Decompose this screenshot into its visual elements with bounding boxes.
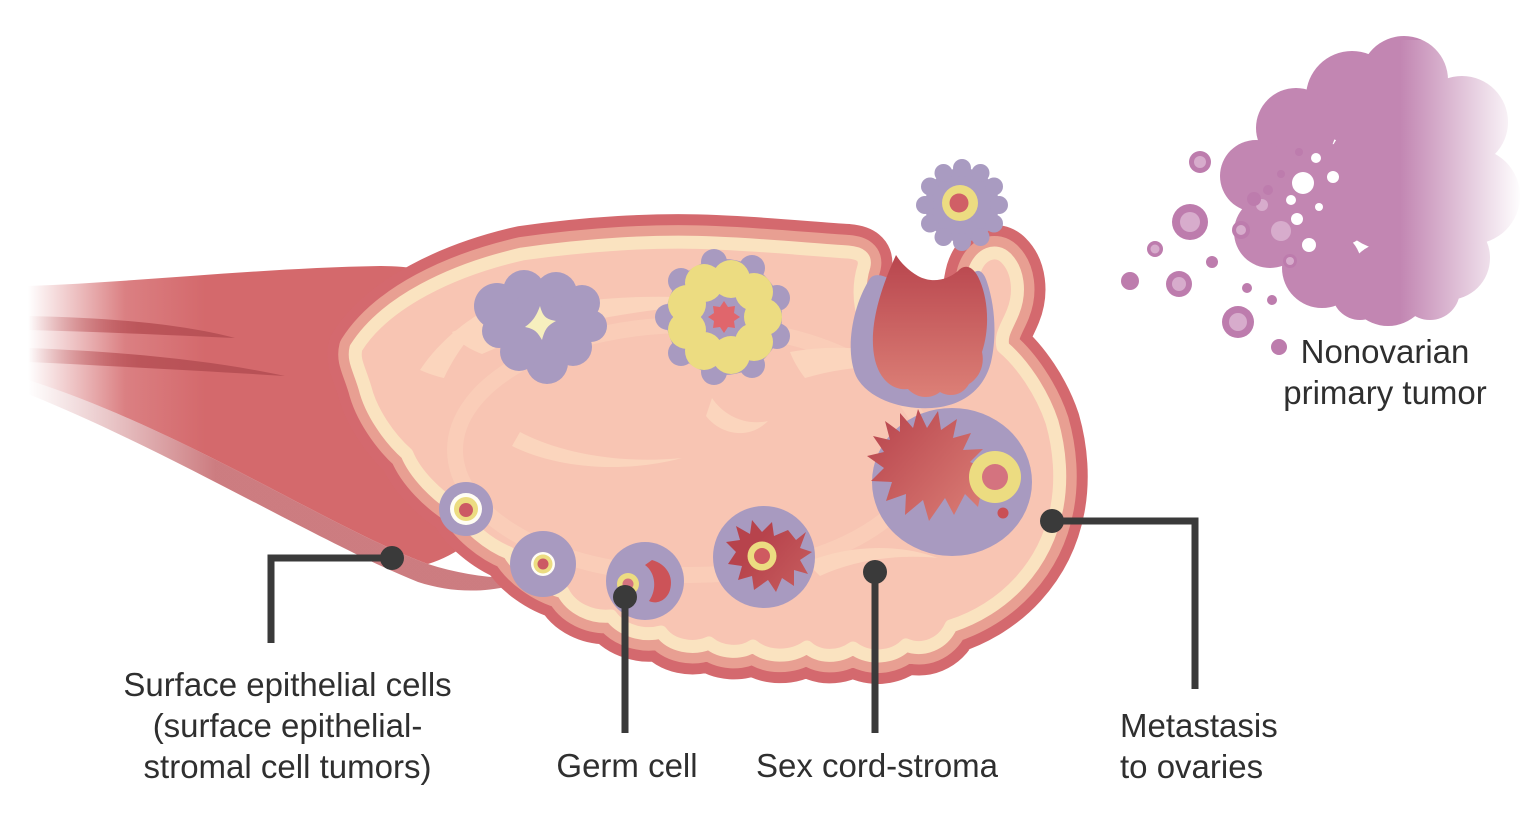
label-metastasis: Metastasis to ovaries <box>1120 707 1278 785</box>
flower-red-center <box>708 301 740 333</box>
stem-streak <box>28 316 235 338</box>
leader-metastasis <box>1052 517 1199 689</box>
epithelial-tumor-cluster <box>474 270 607 384</box>
red-crescent <box>645 560 672 603</box>
follicle-small-3-germ <box>606 542 684 620</box>
rupture-red-mass <box>872 255 988 398</box>
label-nonovarian: Nonovarian primary tumor <box>1283 333 1487 411</box>
leader-surface-epithelial <box>267 554 392 643</box>
cream-star <box>525 306 556 340</box>
nonovarian-dot <box>1271 339 1287 355</box>
cloud-white-holes <box>1286 153 1339 252</box>
leader-lines <box>267 517 1199 733</box>
stem-streak <box>28 348 285 376</box>
label-germ-cell: Germ cell <box>556 747 698 784</box>
follicle-small-2 <box>510 531 576 597</box>
anchor-dot-metastasis <box>1040 509 1064 533</box>
germ-cell-flower <box>655 249 790 385</box>
leader-anchor-dots <box>380 509 1064 609</box>
label-sex-cord-stroma: Sex cord-stroma <box>755 747 999 784</box>
follicle-small-1 <box>439 482 493 536</box>
label-surface-epithelial: Surface epithelial cells (surface epithe… <box>123 666 452 785</box>
anchor-dot-sex-cord <box>863 560 887 584</box>
jagged-red-mass <box>867 409 1002 521</box>
anchor-dot-surface-epithelial <box>380 546 404 570</box>
released-oocyte <box>916 159 1008 251</box>
metastasis-cloud <box>1121 36 1536 355</box>
ovulation-rupture-site <box>850 255 995 409</box>
sex-cord-follicle-large <box>867 408 1032 556</box>
follicle-small-4 <box>713 506 815 608</box>
anchor-dot-germ-cell <box>613 585 637 609</box>
cloud-satellite-cells <box>1121 148 1303 338</box>
